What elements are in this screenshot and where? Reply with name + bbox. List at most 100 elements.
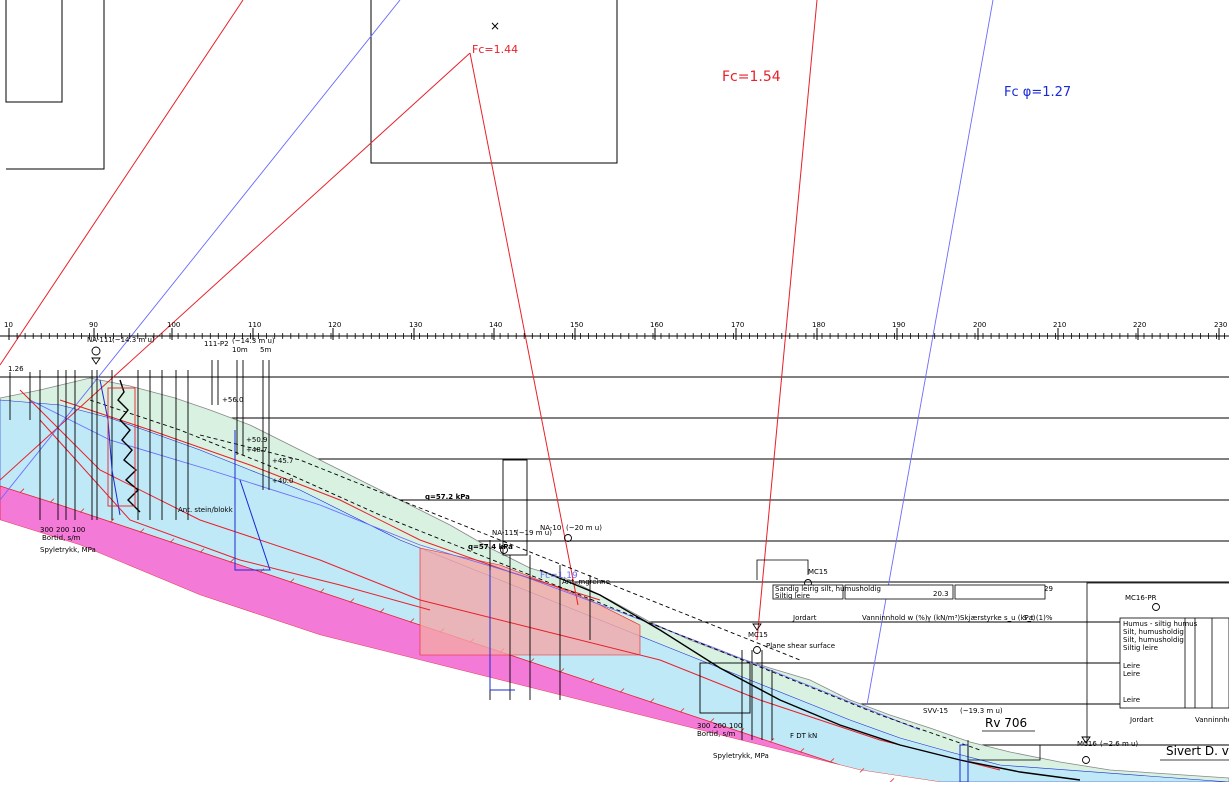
slip-base-tick xyxy=(109,518,115,523)
borehole-depth-111p2: (~14.3 m u) xyxy=(232,337,275,345)
borehole-label-mc15: MC15 xyxy=(748,631,768,639)
slip-base-tick xyxy=(319,588,325,593)
mc16-legend-1: Humus - siltig humus xyxy=(1123,620,1198,628)
axis-tick-label: 90 xyxy=(89,321,98,329)
axis-tick-label: 170 xyxy=(731,321,744,329)
axis-tick-label: 100 xyxy=(167,321,180,329)
slip-base-tick xyxy=(349,598,355,603)
slip-base-tick xyxy=(799,748,805,753)
axis-tick-label: 160 xyxy=(650,321,663,329)
mc16-legend-7: Leire xyxy=(1123,696,1140,704)
slip-base-tick xyxy=(829,758,835,763)
spyletrykk-label: Spyletrykk, MPa xyxy=(40,546,96,554)
slip-base-tick xyxy=(529,658,535,663)
axis-tick-label: 200 xyxy=(973,321,986,329)
slip-base-tick xyxy=(169,538,175,543)
scale-label-200-b: 200 xyxy=(713,722,726,730)
scale-label-100-b: 100 xyxy=(729,722,742,730)
load-label-q2: q=57.4 kPa xyxy=(468,543,513,551)
mc15-jordart: Jordart xyxy=(792,614,817,622)
bortid-label-b: Bortid, s/m xyxy=(697,730,736,738)
mc16-legend-2: Silt, humusholdig xyxy=(1123,628,1184,636)
mc15-vanninnhold: Vanninnhold w (%) xyxy=(862,614,928,622)
mc15-legend-1: Sandig leirig silt, humusholdig xyxy=(775,585,881,593)
slip-base-tick xyxy=(649,698,655,703)
axis-tick-label: 150 xyxy=(570,321,583,329)
slip-base-tick xyxy=(859,768,865,773)
slip-base-tick xyxy=(19,488,25,493)
elevation-label-2: +50.9 xyxy=(246,436,267,444)
slip-base-tick xyxy=(79,508,85,513)
slip-base-tick xyxy=(289,578,295,583)
borehole-sub-111p2: 10m xyxy=(232,346,248,354)
borehole-depth-10: (~20 m u) xyxy=(566,524,602,532)
scale-label-300-b: 300 xyxy=(697,722,710,730)
borehole-label-mc15-top: MC15 xyxy=(808,568,828,576)
left-edge-value: 1.26 xyxy=(8,365,24,373)
building-outline-left xyxy=(5,0,105,170)
safety-factor-blue: Fc φ=1.27 xyxy=(1004,85,1071,100)
mc16-jordart: Jordart xyxy=(1129,716,1154,724)
borehole-labels: NA-111 (~14.3 m u) 111-P2 (~14.3 m u) 10… xyxy=(8,336,1157,748)
elevation-label-3: +48.7 xyxy=(246,446,267,454)
scale-label-300: 300 xyxy=(40,526,53,534)
property-label-sivert: Sivert D. v xyxy=(1166,744,1229,758)
slip-base-tick xyxy=(559,668,565,673)
sounding-curve xyxy=(117,379,141,513)
mc15-legend-2: Siltig leire xyxy=(775,592,810,600)
mc16-lab-text: Humus - siltig humus Silt, humusholdig S… xyxy=(1123,620,1229,724)
mc15-value-203: 20.3 xyxy=(933,590,949,598)
mc16-legend-6: Leire xyxy=(1123,670,1140,678)
axis-tick-label: 190 xyxy=(892,321,905,329)
slip-base-tick xyxy=(769,738,775,743)
mc16-legend-3: Silt, humusholdig xyxy=(1123,636,1184,644)
building-outline-center xyxy=(370,0,618,164)
partial-factor-label: Fc=1.19 xyxy=(540,571,578,581)
borehole-stems xyxy=(9,360,773,740)
borehole-depth-115: (~19 m u) xyxy=(516,529,552,537)
mc15-gamma: γ (kN/m³) xyxy=(927,614,960,622)
axis-tick-label: 180 xyxy=(812,321,825,329)
axis-tick-label: 140 xyxy=(489,321,502,329)
slip-base-tick xyxy=(409,618,415,623)
axis-tick-label: 110 xyxy=(248,321,261,329)
axis-tick-label: 230 xyxy=(1214,321,1227,329)
plane-shear-label: Plane shear surface xyxy=(766,642,835,650)
bortid-label: Bortid, s/m xyxy=(42,534,81,542)
borehole-label-mc16pr: MC16-PR xyxy=(1125,594,1157,602)
axis-tick-label: 120 xyxy=(328,321,341,329)
mc15-value-29: 29 xyxy=(1044,585,1053,593)
elevation-label-1: +56.0 xyxy=(222,396,243,404)
spyletrykk-label-b: Spyletrykk, MPa xyxy=(713,752,769,760)
mc16-legend-4: Siltig leire xyxy=(1123,644,1158,652)
borehole-label-115: NA-115 xyxy=(492,529,518,537)
mc15-skjaer: Skjærstyrke s_u (kPa) xyxy=(960,614,1036,622)
red-borehole-box xyxy=(107,387,136,507)
ant-stein-label: Ant. stein/blokk xyxy=(178,506,234,514)
load-label-q1: q=57.2 kPa xyxy=(425,493,470,501)
water-table-lines xyxy=(89,399,981,751)
slip-base-tick xyxy=(679,708,685,713)
elevation-label-4: +45.7 xyxy=(272,457,293,465)
borehole-depth-mc16: (~2.6 m u) xyxy=(1100,740,1138,748)
slip-base-tick xyxy=(619,688,625,693)
axis-tick-label: 130 xyxy=(409,321,422,329)
slip-base-tick xyxy=(229,558,235,563)
borehole-label-111p2: 111-P2 xyxy=(204,340,229,348)
kn-label: kN xyxy=(808,732,817,740)
terrain-profile-line xyxy=(539,569,1081,781)
fdt-label: F DT xyxy=(790,732,807,740)
substratum xyxy=(0,520,940,782)
borehole-label-svv15: SVV-15 xyxy=(923,707,948,715)
slip-base-tick xyxy=(139,528,145,533)
scale-label-100: 100 xyxy=(72,526,85,534)
slip-base-tick xyxy=(709,718,715,723)
axis-tick-label: 10 xyxy=(4,321,13,329)
slip-base-tick xyxy=(589,678,595,683)
road-annotations: Rv 706 Sivert D. v xyxy=(967,716,1229,761)
mc15-lab-table xyxy=(756,559,1046,600)
slip-base-tick xyxy=(199,548,205,553)
ant-mgrenne-label: Ant. mgrenne xyxy=(562,578,610,586)
